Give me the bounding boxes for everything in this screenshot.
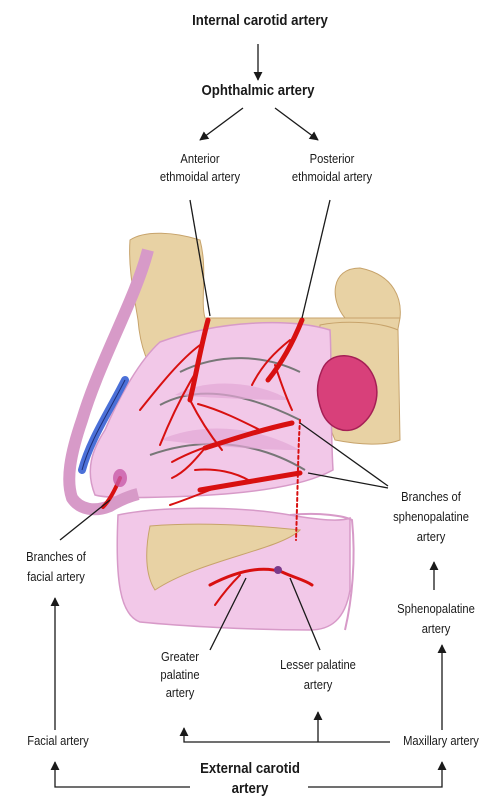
label-lesser-palatine-line1: Lesser palatine xyxy=(266,656,369,674)
label-greater-palatine-line2: palatine xyxy=(146,666,215,684)
label-sphenopalatine-line1: Sphenopalatine xyxy=(386,600,486,618)
arrow-ophthalmic-to-posterior xyxy=(275,108,318,140)
pointer-posterior-ethmoidal xyxy=(302,200,330,318)
label-facial-branches-line1: Branches of xyxy=(13,548,99,566)
label-internal-carotid: Internal carotid artery xyxy=(181,12,339,30)
sphenoid-sinus xyxy=(318,356,377,431)
label-facial-artery: Facial artery xyxy=(13,732,102,750)
label-spheno-branches-line2: sphenopalatine xyxy=(384,508,479,526)
label-ophthalmic: Ophthalmic artery xyxy=(188,82,329,100)
label-maxillary-artery: Maxillary artery xyxy=(392,732,490,750)
nasal-anatomy xyxy=(69,233,400,630)
label-spheno-branches-line1: Branches of xyxy=(384,488,479,506)
label-lesser-palatine-line2: artery xyxy=(266,676,369,694)
label-posterior-ethmoidal-line2: ethmoidal artery xyxy=(279,168,386,186)
label-anterior-ethmoidal-line2: ethmoidal artery xyxy=(147,168,254,186)
label-anterior-ethmoidal-line1: Anterior xyxy=(157,150,243,168)
label-external-carotid-line2: artery xyxy=(206,780,294,798)
arrow-ophthalmic-to-anterior xyxy=(200,108,243,140)
palatine-foramen xyxy=(274,566,282,574)
kiesselbach-plexus xyxy=(113,469,127,487)
label-posterior-ethmoidal-line1: Posterior xyxy=(289,150,375,168)
label-greater-palatine-line3: artery xyxy=(146,684,215,702)
label-sphenopalatine-line2: artery xyxy=(386,620,486,638)
pointer-spheno-lower xyxy=(308,473,388,488)
arrow-maxillary-to-greater-palatine xyxy=(184,728,390,742)
arrow-external-to-facial xyxy=(55,762,190,787)
label-spheno-branches-line3: artery xyxy=(384,528,479,546)
label-greater-palatine-line1: Greater xyxy=(146,648,215,666)
label-external-carotid-line1: External carotid xyxy=(188,760,311,778)
label-facial-branches-line2: facial artery xyxy=(13,568,99,586)
arrow-external-to-maxillary xyxy=(308,762,442,787)
